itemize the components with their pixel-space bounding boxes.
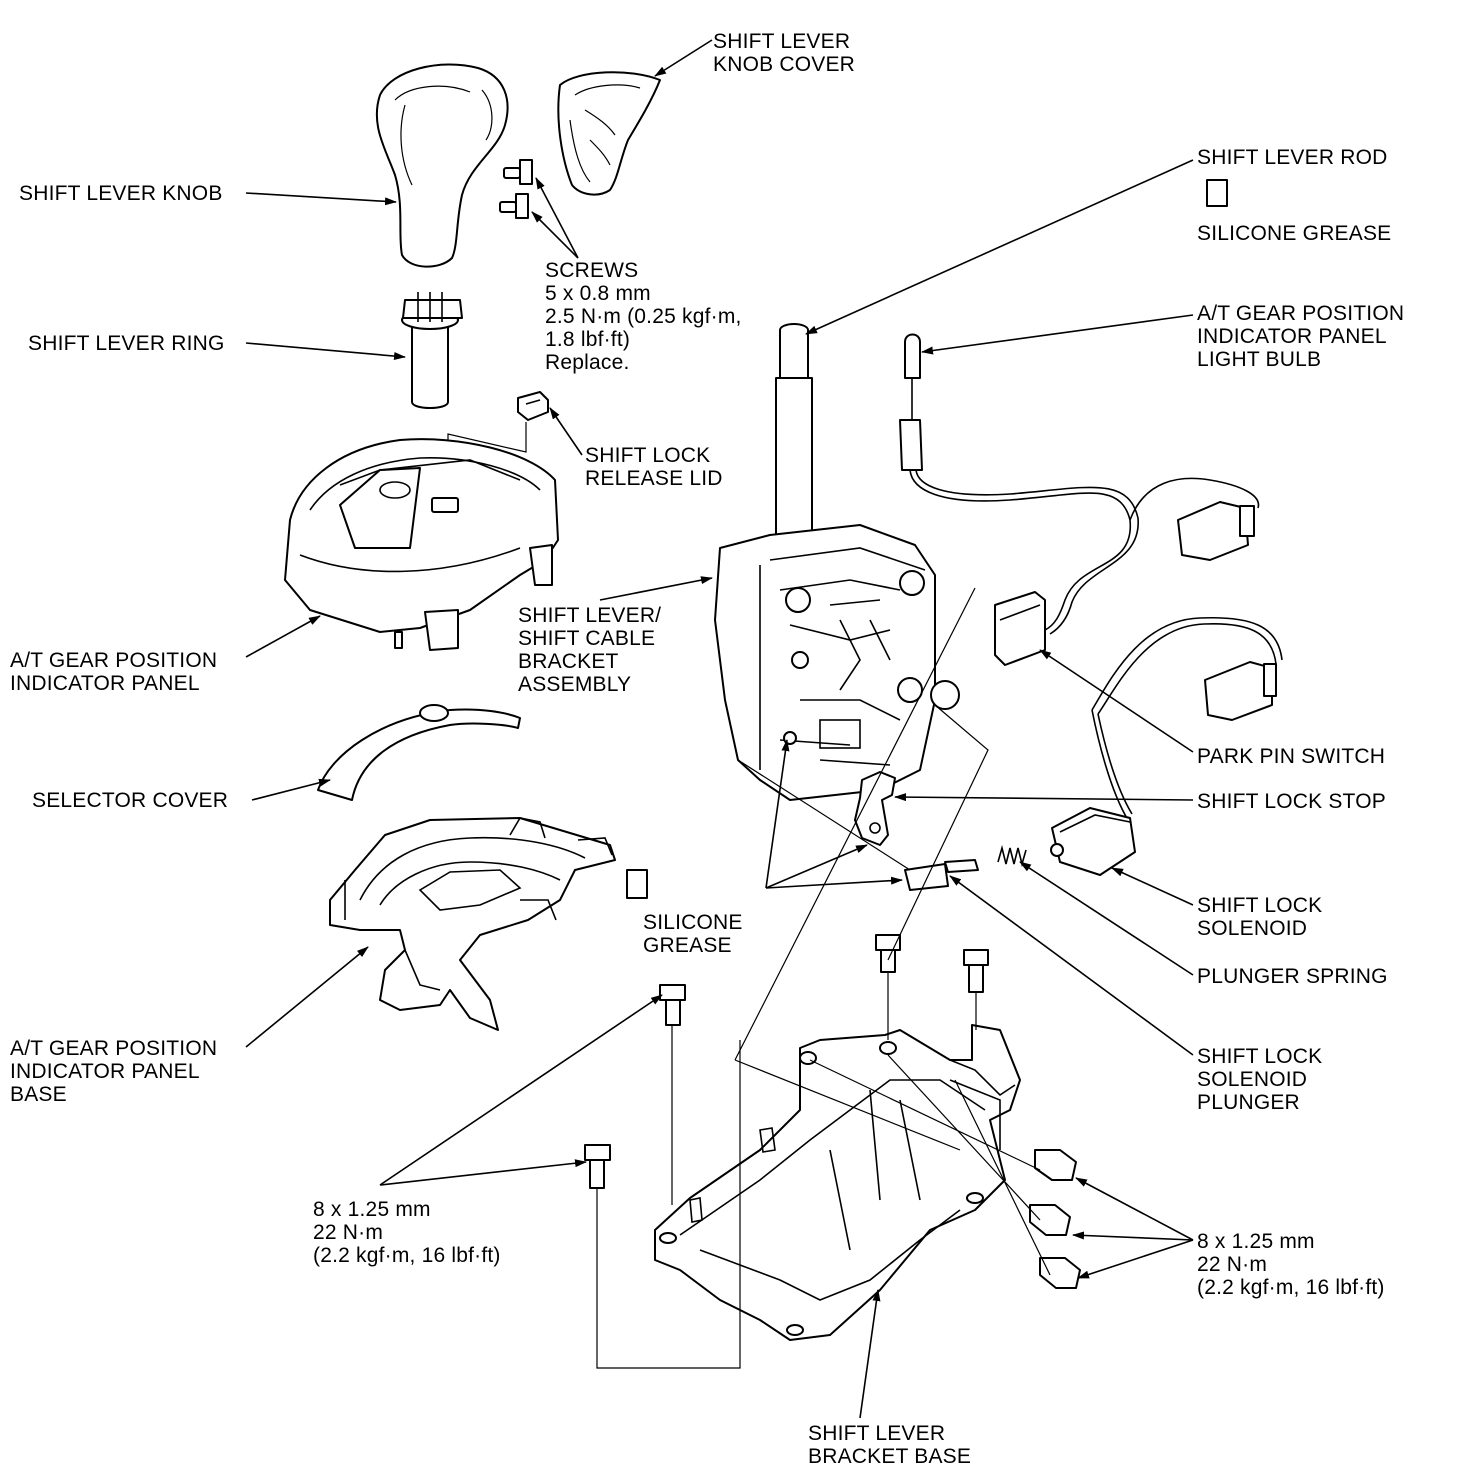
label-indicator-panel: A/T GEAR POSITION INDICATOR PANEL (10, 649, 218, 695)
bolts (584, 934, 1081, 1289)
label-knob: SHIFT LEVER KNOB (19, 182, 223, 205)
label-bolts-left: 8 x 1.25 mm 22 N·m (2.2 kgf·m, 16 lbf·ft… (313, 1198, 501, 1267)
grease-box-right (1206, 179, 1228, 207)
shift-lever-knob (375, 63, 509, 268)
label-ring: SHIFT LEVER RING (28, 332, 225, 355)
shift-lever-bracket-base (654, 1024, 1021, 1341)
shift-lock-stop (854, 771, 896, 846)
label-screws: SCREWS 5 x 0.8 mm 2.5 N·m (0.25 kgf·m, 1… (545, 259, 742, 374)
label-bulb: A/T GEAR POSITION INDICATOR PANEL LIGHT … (1197, 302, 1405, 371)
label-lock-stop: SHIFT LOCK STOP (1197, 790, 1386, 813)
label-release-lid: SHIFT LOCK RELEASE LID (585, 444, 723, 490)
label-bracket-assembly: SHIFT LEVER/ SHIFT CABLE BRACKET ASSEMBL… (518, 604, 662, 696)
indicator-panel-base (329, 817, 616, 1031)
selector-cover (317, 704, 521, 801)
light-bulb-and-wiring (899, 333, 1283, 821)
leader-arrows (245, 39, 1194, 1419)
label-park-switch: PARK PIN SWITCH (1197, 745, 1386, 768)
indicator-panel (284, 438, 559, 651)
label-spring: PLUNGER SPRING (1197, 965, 1388, 988)
label-grease-right: SILICONE GREASE (1197, 222, 1392, 245)
shift-lever-ring (401, 292, 463, 409)
label-solenoid: SHIFT LOCK SOLENOID (1197, 894, 1323, 940)
shift-lock-solenoid-assembly (904, 807, 1136, 891)
label-panel-base: A/T GEAR POSITION INDICATOR PANEL BASE (10, 1037, 218, 1106)
label-bracket-base: SHIFT LEVER BRACKET BASE (808, 1422, 972, 1468)
shift-lever-bracket-assembly (714, 323, 960, 801)
screws (499, 159, 533, 219)
label-grease-center: SILICONE GREASE (643, 911, 743, 957)
label-bolts-right: 8 x 1.25 mm 22 N·m (2.2 kgf·m, 16 lbf·ft… (1197, 1230, 1385, 1299)
label-selector-cover: SELECTOR COVER (32, 789, 229, 812)
shift-lever-knob-cover (557, 71, 661, 196)
label-rod: SHIFT LEVER ROD (1197, 146, 1388, 169)
guide-lines (596, 587, 1051, 1369)
label-knob-cover: SHIFT LEVER KNOB COVER (713, 30, 856, 76)
label-plunger: SHIFT LOCK SOLENOID PLUNGER (1197, 1045, 1323, 1114)
grease-box-center (626, 869, 648, 899)
